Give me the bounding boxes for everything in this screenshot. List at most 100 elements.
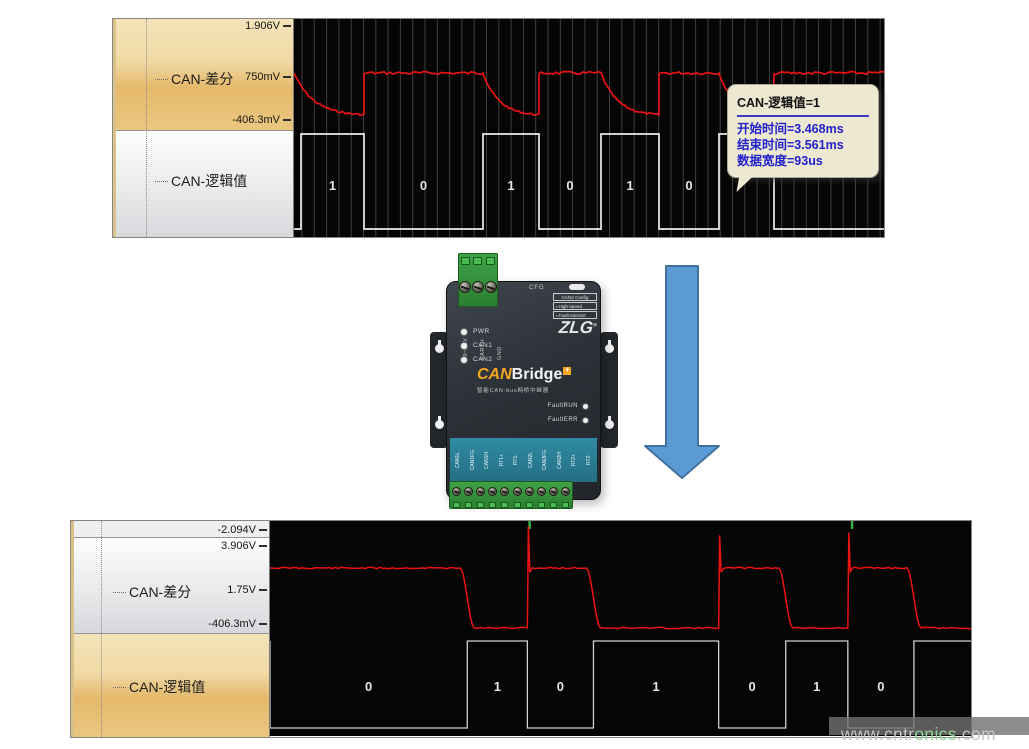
watermark-strip <box>829 717 1029 735</box>
wire-hole <box>525 502 533 508</box>
logo-can: CAN <box>477 366 512 383</box>
logo-bridge: Bridge <box>511 366 563 383</box>
wire-hole <box>513 502 521 508</box>
terminal-block-top <box>458 253 498 307</box>
channel-label-text: CAN-差分 <box>171 71 234 87</box>
watermark: www.cntronics.com <box>841 724 996 745</box>
dotted-leader <box>155 180 168 182</box>
terminal-block-bottom <box>449 481 573 509</box>
terminal-screw <box>549 487 559 496</box>
svg-text:0: 0 <box>685 178 692 193</box>
channel-label-text: CAN-差分 <box>129 584 192 600</box>
channel-label-can-diff: CAN-差分 <box>113 582 191 602</box>
voltage-tick: -406.3mV <box>232 114 291 126</box>
device-subtitle: 智能CAN-bus网桥中继器 <box>477 388 550 394</box>
wire-hole <box>460 257 470 265</box>
badge <box>569 284 585 290</box>
led-row-pwr: PWR <box>461 328 490 335</box>
wire-hole <box>473 257 483 265</box>
tooltip-start-time: 开始时间=3.468ms <box>737 122 844 136</box>
mounting-ear-right <box>600 332 618 448</box>
channel-label-text: CAN-逻辑值 <box>171 173 248 189</box>
led-label: PWR <box>473 328 490 335</box>
svg-text:1: 1 <box>494 679 501 694</box>
config-options: High-speedFault-tolerant <box>553 302 597 319</box>
terminal-label: CAN2L <box>527 451 534 469</box>
panel-dotted-gridline <box>101 521 102 737</box>
watermark-text: onics <box>914 724 957 744</box>
wire-hole <box>501 502 509 508</box>
led-indicator <box>583 417 588 423</box>
terminal-screw <box>512 487 522 496</box>
status-led-label: FaultRUN <box>547 403 578 409</box>
svg-text:0: 0 <box>420 178 427 193</box>
led-indicator <box>461 356 467 363</box>
terminal-screws <box>450 482 572 501</box>
svg-text:1: 1 <box>329 178 336 193</box>
watermark-text: .com <box>956 724 996 744</box>
terminal-screw <box>488 487 498 496</box>
power-pin-label: EARTH <box>480 338 486 360</box>
status-led-label: FaultERR <box>547 417 578 423</box>
mounting-hole <box>434 340 444 353</box>
mounting-ear-left <box>430 332 448 448</box>
wire-hole <box>489 502 497 508</box>
dotted-leader <box>113 591 126 593</box>
config-option: Fault-tolerant <box>553 311 597 319</box>
mounting-hole <box>434 416 444 429</box>
terminal-label: RT1- <box>513 454 520 466</box>
terminal-screw <box>471 281 484 293</box>
terminal-screw <box>561 487 571 496</box>
svg-text:0: 0 <box>557 679 564 694</box>
device-body: CFG CAN2 Config High-speedFault-tolerant… <box>446 281 601 500</box>
wire-hole <box>464 502 472 508</box>
svg-text:1: 1 <box>652 679 659 694</box>
canbridge-logo: CANBridge+ <box>477 366 572 383</box>
voltage-tick: -2.094V <box>217 524 267 536</box>
channel-row-can-diff: 1.906V 750mV -406.3mV CAN-差分 <box>113 19 293 131</box>
wire-holes <box>450 501 572 509</box>
wire-hole <box>562 502 570 508</box>
channel-panel-top: 1.906V 750mV -406.3mV CAN-差分 CAN-逻辑值 <box>113 19 294 237</box>
voltage-tick: 1.75V <box>227 584 267 596</box>
wire-hole <box>486 257 496 265</box>
terminal-screws <box>459 268 497 306</box>
wire-hole <box>452 502 460 508</box>
svg-text:1: 1 <box>507 178 514 193</box>
led-indicator <box>583 403 588 409</box>
config-box-title: CAN2 Config <box>553 293 597 301</box>
terminal-screw <box>463 487 473 496</box>
registered-mark: ® <box>592 322 598 329</box>
terminal-label: CAN1FG <box>469 449 476 471</box>
power-pin-label: +9~26V <box>463 337 469 360</box>
channel-row-can-logic: CAN-逻辑值 <box>113 131 293 237</box>
channel-row-partial: -2.094V <box>71 521 269 538</box>
terminal-label: RT1+ <box>498 453 505 467</box>
led-indicator <box>461 328 467 335</box>
wire-holes <box>459 254 497 268</box>
svg-text:1: 1 <box>626 178 633 193</box>
power-pin-label: GND <box>497 346 503 360</box>
mounting-hole <box>604 340 614 353</box>
wire-hole <box>550 502 558 508</box>
led-label: CAN2 <box>473 356 493 363</box>
terminal-label: CAN1H <box>484 451 491 469</box>
terminal-screw <box>451 487 461 496</box>
watermark-text: www.cntr <box>841 724 915 744</box>
terminal-screw <box>500 487 510 496</box>
voltage-tick: -406.3mV <box>208 618 267 630</box>
terminal-label: RT2- <box>585 454 592 466</box>
channel-label-text: CAN-逻辑值 <box>129 679 206 695</box>
svg-text:0: 0 <box>365 679 372 694</box>
svg-text:1: 1 <box>813 679 820 694</box>
down-arrow-shape <box>644 265 720 479</box>
terminal-label: CAN2FG <box>542 449 549 471</box>
tooltip-title: CAN-逻辑值=1 <box>737 96 820 110</box>
channel-row-can-diff: 3.906V 1.75V -406.3mV CAN-差分 <box>71 538 269 634</box>
tooltip-end-time: 结束时间=3.561ms <box>737 138 844 152</box>
voltage-tick: 1.906V <box>245 20 291 32</box>
led-label: CAN1 <box>473 342 493 349</box>
led-row-can2: CAN2 <box>461 356 492 363</box>
